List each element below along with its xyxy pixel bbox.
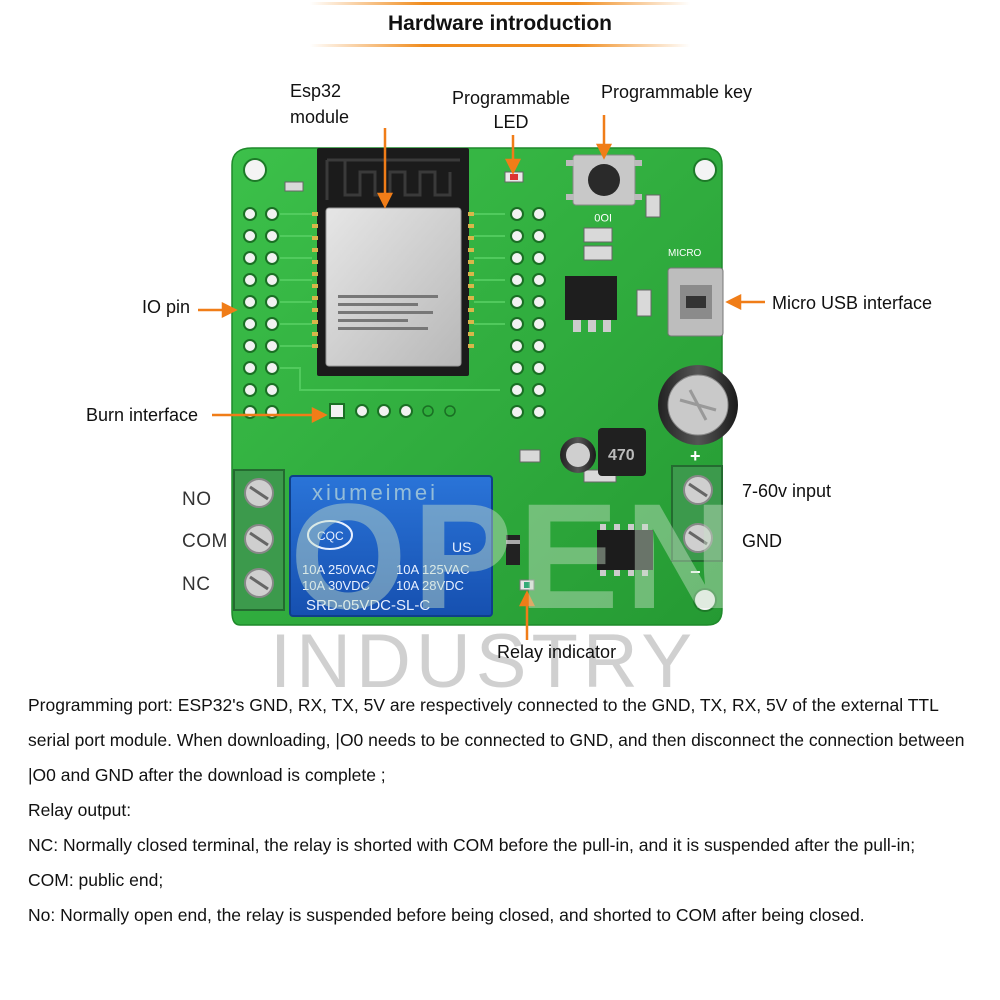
- svg-text:SRD-05VDC-SL-C: SRD-05VDC-SL-C: [306, 597, 430, 614]
- page-title: Hardware introduction: [387, 12, 613, 35]
- relay-indicator-led: [519, 579, 535, 591]
- description-relay-output: Relay output:: [28, 800, 132, 820]
- relay-output-terminal: [233, 469, 285, 611]
- title-rule-bottom: [310, 44, 690, 47]
- title-rule-top: [310, 2, 690, 5]
- voltage-regulator: [565, 276, 617, 332]
- minus-silkscreen: −: [690, 562, 701, 582]
- label-burn-interface: Burn interface: [86, 405, 199, 425]
- label-power-input: 7-60v input: [742, 481, 832, 501]
- label-gnd: GND: [742, 531, 782, 551]
- description-nc: NC: Normally closed terminal, the relay …: [28, 835, 916, 855]
- mount-hole: [693, 588, 717, 612]
- programmable-key: [566, 154, 642, 206]
- svg-text:10A 28VDC: 10A 28VDC: [396, 578, 464, 593]
- esp32-relay-board: IO0 MICRO 470: [198, 115, 765, 640]
- io-pin-header-right: [510, 207, 546, 419]
- callout-arrows: [198, 115, 765, 640]
- driver-ic: [597, 524, 653, 576]
- label-led-text: Programmable LED: [452, 88, 571, 132]
- label-programmable-key: Programmable key: [601, 82, 753, 102]
- description-programming-port: Programming port: ESP32's GND, RX, TX, 5…: [28, 695, 965, 785]
- mount-hole: [243, 158, 267, 182]
- svg-text:470: 470: [608, 447, 635, 464]
- description-block: Programming port: ESP32's GND, RX, TX, 5…: [28, 688, 978, 933]
- label-esp32-text: Esp32 module: [290, 81, 350, 127]
- mount-hole: [693, 158, 717, 182]
- pcb-traces: [280, 213, 505, 391]
- programmable-led: [504, 171, 524, 183]
- electrolytic-capacitor: [658, 365, 738, 445]
- smd-components: [284, 181, 661, 483]
- label-programmable-led: Programmable LED: [452, 86, 570, 134]
- diode: [506, 535, 520, 565]
- micro-silkscreen: MICRO: [668, 248, 702, 259]
- svg-text:CQC: CQC: [317, 529, 344, 543]
- label-esp32-module: Esp32 module: [290, 78, 349, 130]
- terminal-com-label: COM: [182, 531, 228, 552]
- label-micro-usb: Micro USB interface: [772, 293, 933, 313]
- label-io-pin: IO pin: [142, 297, 191, 317]
- plus-silkscreen: +: [690, 446, 701, 466]
- burn-interface: [329, 403, 456, 419]
- io-pin-header: [243, 207, 279, 419]
- svg-text:10A 250VAC: 10A 250VAC: [302, 562, 375, 577]
- svg-text:10A 125VAC: 10A 125VAC: [396, 562, 469, 577]
- micro-usb-connector: [667, 267, 724, 337]
- label-relay-indicator: Relay indicator: [497, 642, 617, 662]
- relay: CQC US 10A 250VAC 10A 30VDC 10A 125VAC 1…: [289, 475, 493, 617]
- power-input-terminal: + −: [671, 446, 723, 582]
- terminal-nc-label: NC: [182, 574, 211, 595]
- svg-text:US: US: [452, 539, 471, 555]
- description-no: No: Normally open end, the relay is susp…: [28, 905, 865, 925]
- description-com: COM: public end;: [28, 870, 164, 890]
- esp32-module: [312, 148, 474, 376]
- title-banner: Hardware introduction: [0, 0, 1000, 50]
- io0-silkscreen: IO0: [594, 211, 612, 223]
- svg-text:10A 30VDC: 10A 30VDC: [302, 578, 370, 593]
- inductor: 470: [598, 428, 646, 476]
- small-capacitor: [560, 437, 596, 473]
- terminal-no-label: NO: [182, 489, 212, 510]
